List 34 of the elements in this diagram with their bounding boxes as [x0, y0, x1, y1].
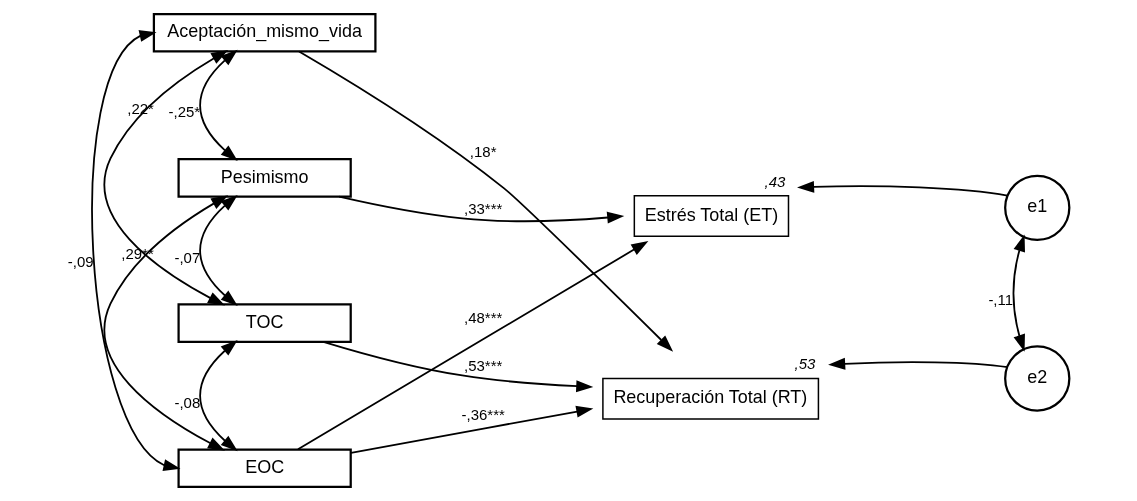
node-box: Estrés Total (ET): [633, 195, 790, 238]
arrow: [350, 405, 594, 454]
edge-label: ,53***: [464, 356, 503, 374]
arrow: [298, 50, 674, 352]
node-box: TOC: [177, 303, 352, 343]
arrow: [797, 180, 1009, 197]
node-label: ,43: [764, 172, 786, 190]
node-box: Pesimismo: [177, 158, 352, 198]
edge-label: -,09: [67, 252, 94, 270]
edge-label: -,07: [174, 248, 201, 266]
arrow: [828, 357, 1009, 370]
arrow: [199, 49, 238, 161]
arrow: [322, 340, 594, 393]
node-box: EOC: [177, 448, 352, 489]
arrow: [91, 30, 181, 471]
edge-label: ,33***: [464, 199, 503, 217]
node-box: Recuperación Total (RT): [602, 377, 820, 420]
arrow: [338, 195, 625, 224]
node-circle: e2: [1004, 345, 1071, 412]
arrow: [103, 195, 229, 451]
edge-label: -,36***: [461, 406, 505, 424]
node-box: Aceptación_mismo_vida: [152, 12, 377, 53]
edge-label: ,48***: [464, 309, 503, 327]
node-circle: e1: [1004, 174, 1071, 242]
arrow: [103, 50, 229, 306]
node-label: ,53: [794, 355, 816, 373]
arrow: [199, 194, 238, 307]
edge-label: ,18*: [469, 142, 497, 160]
edge-label: -,25*: [168, 103, 201, 121]
arrow: [1012, 234, 1025, 352]
arrow: [297, 241, 649, 451]
edge-label: -,11: [988, 291, 1014, 309]
arrow: [199, 340, 238, 452]
edge-label: -,08: [174, 393, 201, 411]
